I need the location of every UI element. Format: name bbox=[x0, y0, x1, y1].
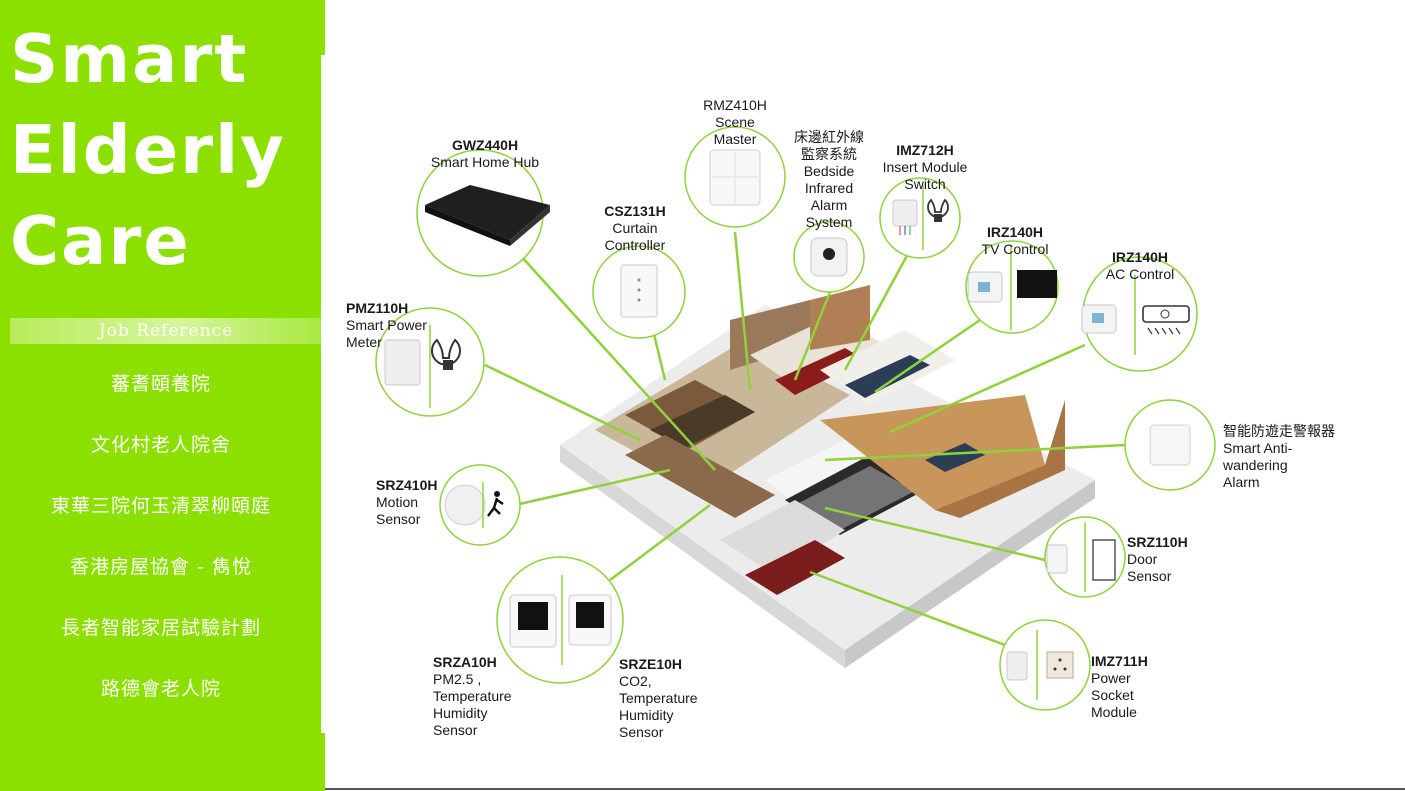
tv-icon bbox=[967, 245, 1057, 330]
page-title: Smart Elderly Care bbox=[10, 20, 286, 280]
connector-air-sensors bbox=[609, 504, 711, 581]
job-item[interactable]: 文化村老人院舍 bbox=[90, 434, 231, 456]
connector-scene-master bbox=[733, 231, 752, 391]
connector-motion bbox=[514, 468, 671, 507]
connector-tv bbox=[874, 318, 981, 394]
connector-door bbox=[824, 506, 1046, 562]
alarm-button-icon bbox=[1149, 424, 1191, 466]
hub-device-icon bbox=[425, 185, 550, 246]
curtain-switch-icon bbox=[620, 264, 658, 318]
job-item[interactable]: 路德會老人院 bbox=[100, 678, 221, 700]
connector-lines bbox=[484, 231, 1126, 647]
diagram-canvas bbox=[375, 126, 1216, 711]
job-item[interactable]: 蕃耆頤養院 bbox=[110, 373, 211, 395]
connector-socket bbox=[809, 570, 1006, 647]
infrared-sensor-icon bbox=[810, 237, 848, 277]
scene-switch-icon bbox=[709, 149, 761, 206]
power-meter-icon bbox=[384, 325, 461, 408]
connector-curtain bbox=[651, 329, 667, 381]
sidebar: Smart Elderly Care Job Reference 蕃耆頤養院 文… bbox=[0, 0, 325, 791]
job-item[interactable]: 東華三院何玉清翠柳頤庭 bbox=[50, 495, 271, 517]
air-conditioner-icon bbox=[1081, 275, 1190, 355]
pm25-sensor-icon bbox=[509, 594, 557, 648]
connector-bedside bbox=[793, 291, 832, 381]
motion-sensor-icon bbox=[444, 482, 504, 528]
job-list: 蕃耆頤養院 文化村老人院舍 東華三院何玉清翠柳頤庭 香港房屋協會 - 雋悅 長者… bbox=[0, 362, 322, 728]
device-icons bbox=[384, 149, 1191, 700]
socket-icon bbox=[1006, 630, 1074, 700]
connector-anti-wandering bbox=[824, 443, 1126, 462]
job-item[interactable]: 香港房屋協會 - 雋悅 bbox=[70, 556, 252, 578]
bottom-border bbox=[325, 788, 1405, 790]
connector-hub bbox=[519, 254, 716, 471]
sidebar-divider bbox=[321, 55, 325, 733]
connector-power-meter bbox=[484, 363, 641, 442]
connector-ac bbox=[889, 343, 1086, 434]
job-item[interactable]: 長者智能家居試驗計劃 bbox=[60, 617, 261, 639]
connector-insert-switch bbox=[843, 249, 912, 371]
door-sensor-icon bbox=[1046, 522, 1116, 592]
job-reference-label: Job Reference bbox=[10, 318, 322, 344]
co2-sensor-icon bbox=[561, 575, 612, 665]
insert-switch-bulb-icon bbox=[892, 185, 949, 250]
